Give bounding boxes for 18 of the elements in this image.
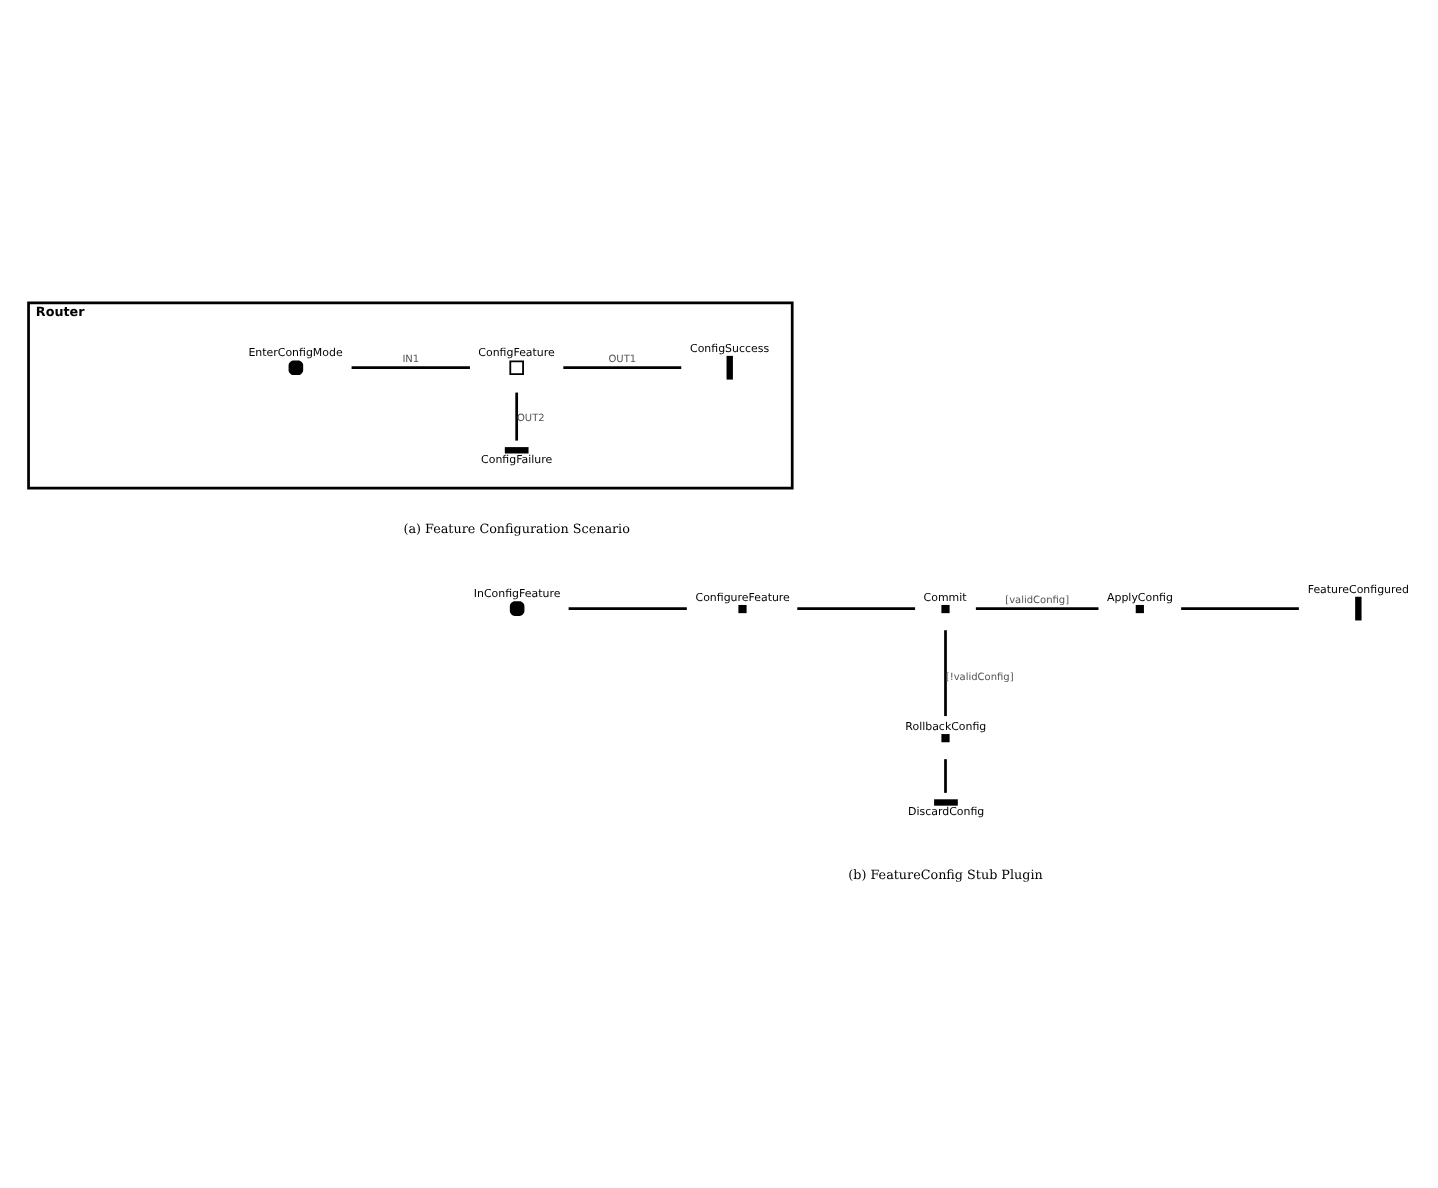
- node-box: [934, 799, 958, 806]
- connector: [944, 759, 947, 793]
- connector: [515, 392, 519, 441]
- node-box: [509, 360, 524, 376]
- node-box: [504, 447, 529, 454]
- connector: [797, 607, 916, 610]
- connector: [568, 607, 687, 610]
- connector: [563, 366, 682, 370]
- node-box: [1355, 596, 1362, 621]
- connector: [351, 366, 470, 370]
- node-box: [941, 734, 950, 743]
- connector: [1181, 607, 1299, 610]
- node-box: [1135, 604, 1144, 614]
- node-box: [726, 355, 733, 380]
- connector: [975, 607, 1099, 610]
- node-box: [738, 604, 747, 614]
- connector: [944, 630, 947, 717]
- node-box: [941, 604, 950, 614]
